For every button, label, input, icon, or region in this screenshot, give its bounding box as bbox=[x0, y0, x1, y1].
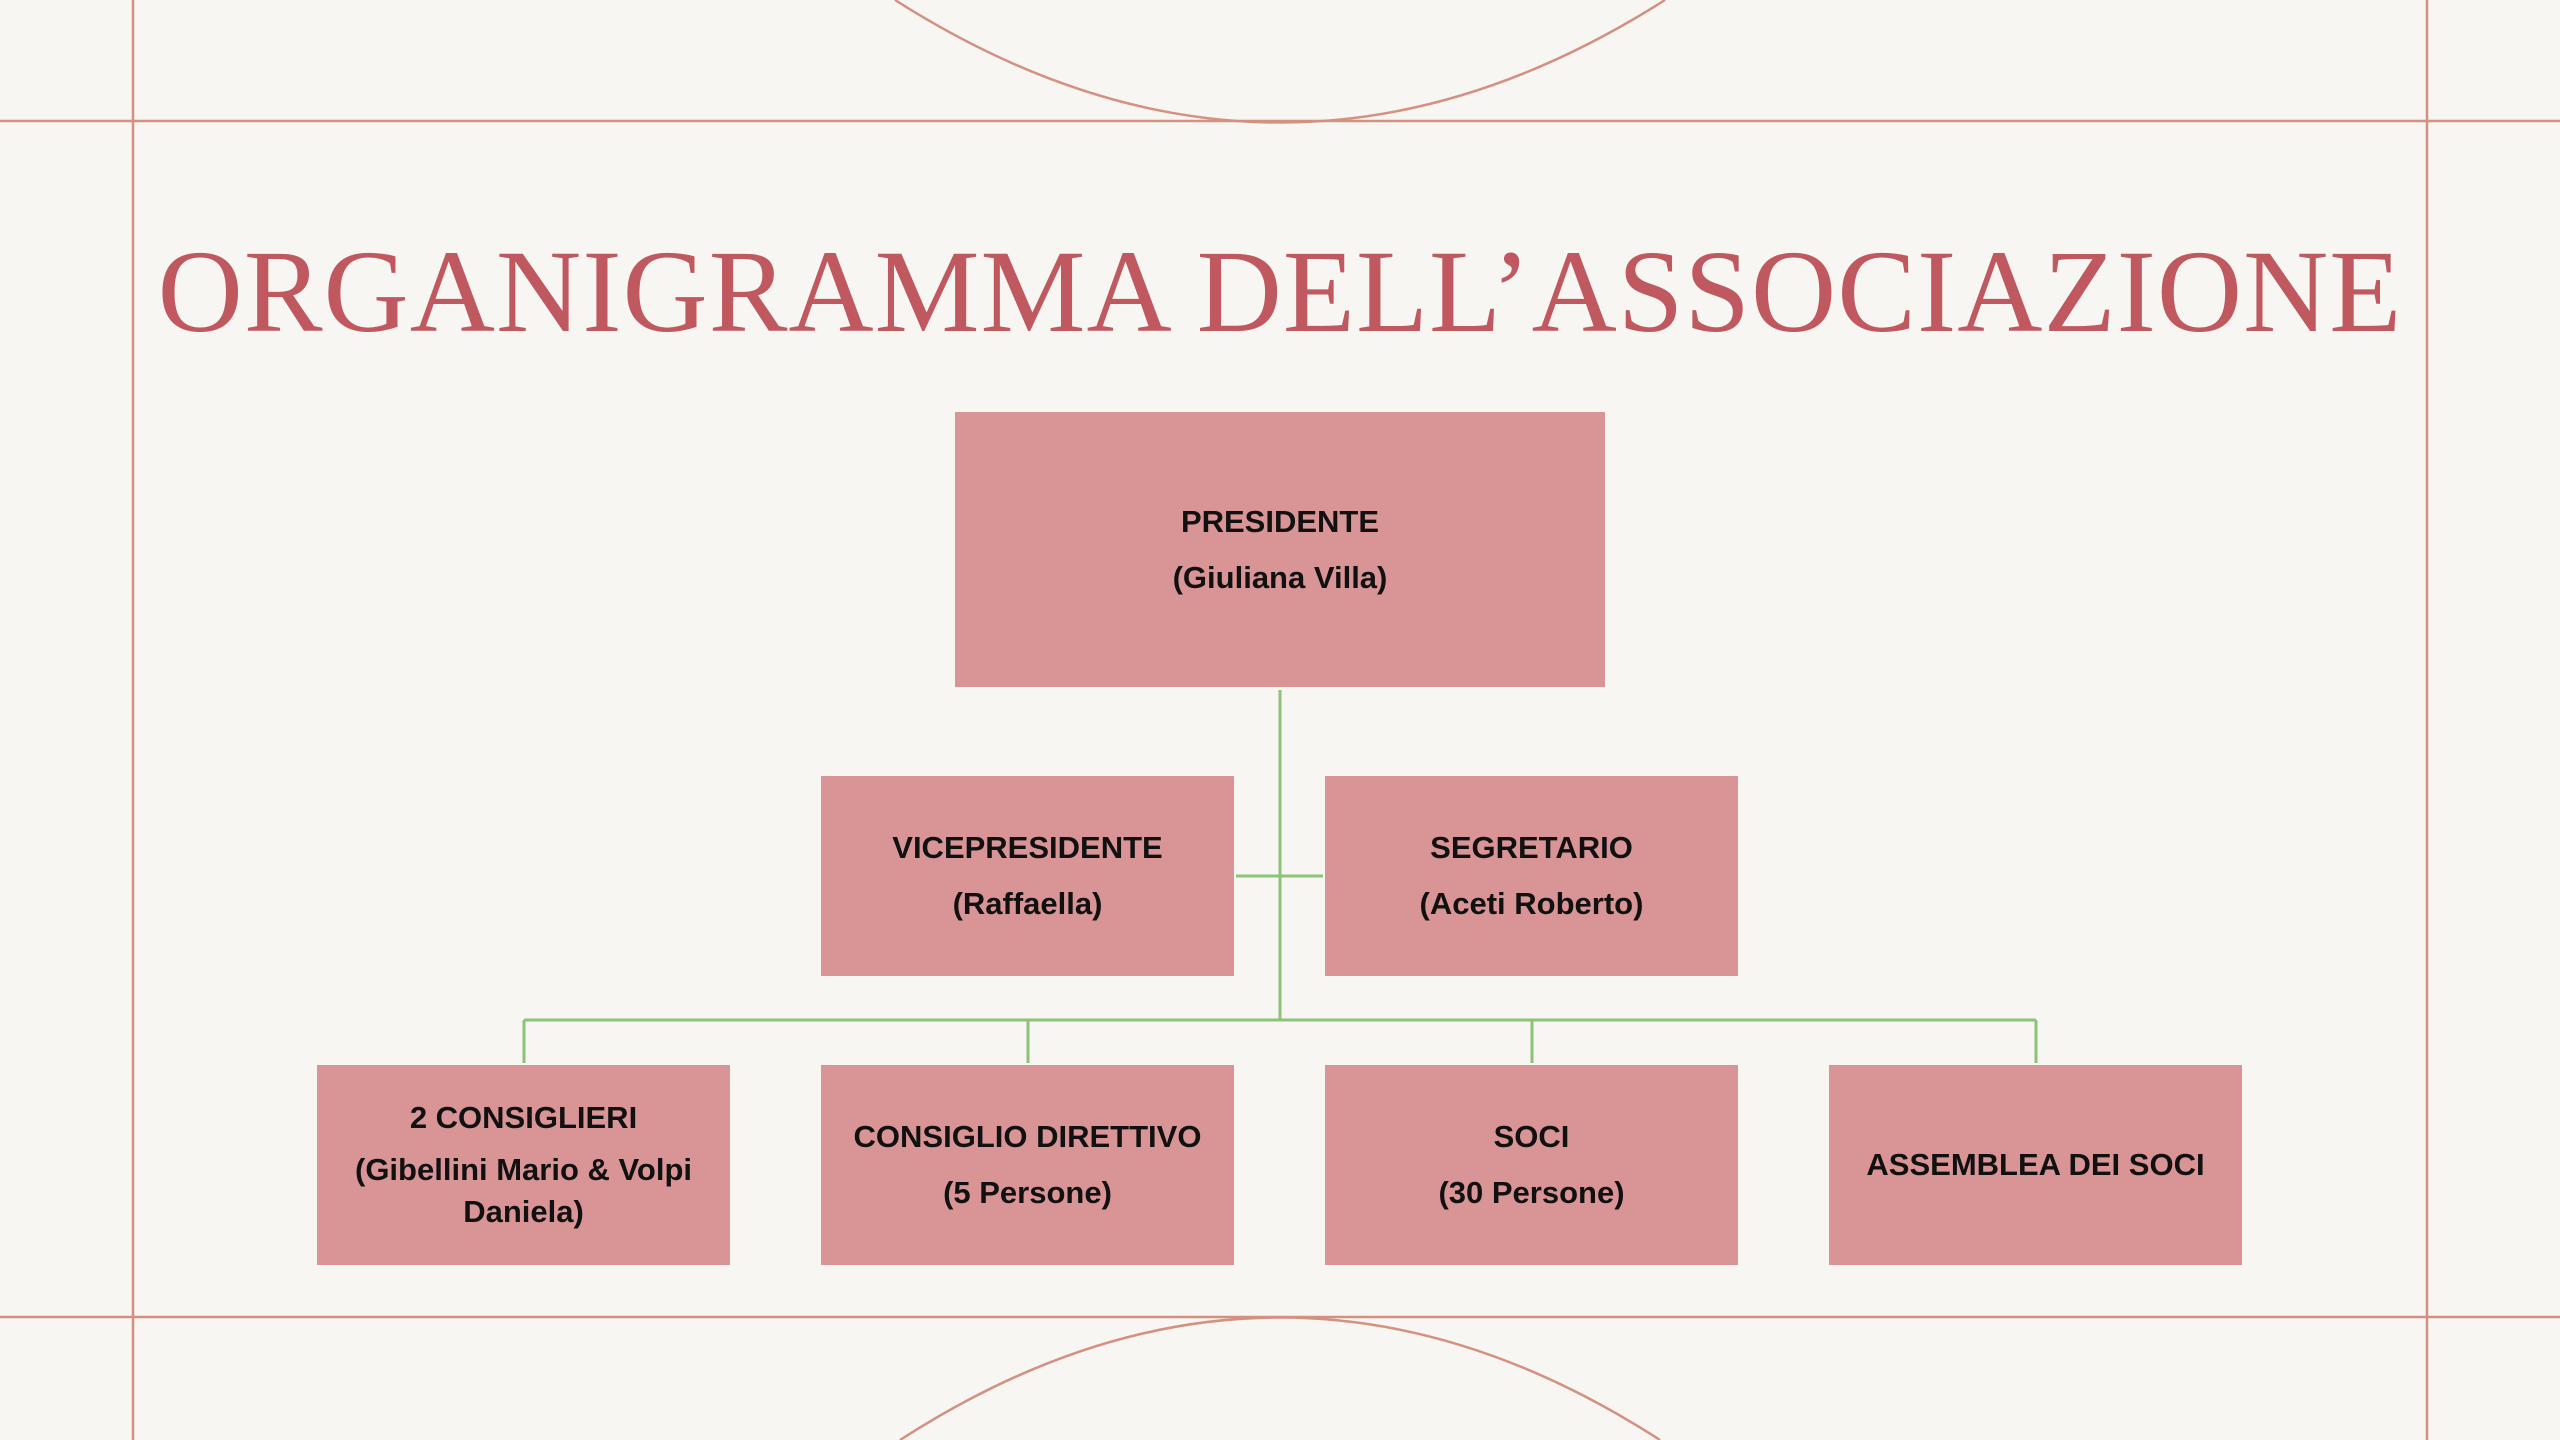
node-vicepresident: VICEPRESIDENTE (Raffaella) bbox=[821, 776, 1234, 976]
node-vicepresident-role: VICEPRESIDENTE bbox=[892, 830, 1163, 865]
node-vicepresident-person: (Raffaella) bbox=[952, 886, 1103, 921]
node-president: PRESIDENTE (Giuliana Villa) bbox=[955, 412, 1605, 687]
frame-arc-top bbox=[894, 0, 1666, 124]
node-president-role: PRESIDENTE bbox=[1180, 503, 1380, 539]
node-members-person: (30 Persone) bbox=[1438, 1175, 1625, 1210]
node-members: SOCI (30 Persone) bbox=[1325, 1065, 1738, 1265]
node-members-role: SOCI bbox=[1493, 1119, 1570, 1154]
node-secretary-role: SEGRETARIO bbox=[1430, 830, 1633, 865]
node-board-person: (5 Persone) bbox=[943, 1175, 1112, 1210]
node-assembly-role: ASSEMBLEA DEI SOCI bbox=[1866, 1147, 2205, 1182]
node-board: CONSIGLIO DIRETTIVO (5 Persone) bbox=[821, 1065, 1234, 1265]
node-secretary: SEGRETARIO (Aceti Roberto) bbox=[1325, 776, 1738, 976]
page-title: ORGANIGRAMMA DELL’ASSOCIAZIONE bbox=[157, 226, 2403, 357]
node-board-role: CONSIGLIO DIRETTIVO bbox=[853, 1119, 1202, 1154]
node-councillors-role: 2 CONSIGLIERI bbox=[409, 1100, 638, 1135]
frame-arc-bottom bbox=[899, 1316, 1661, 1440]
node-secretary-person: (Aceti Roberto) bbox=[1419, 886, 1644, 921]
node-councillors-person: (Gibellini Mario & Volpi Daniela) bbox=[355, 1152, 692, 1229]
node-assembly: ASSEMBLEA DEI SOCI bbox=[1829, 1065, 2242, 1265]
node-president-person: (Giuliana Villa) bbox=[1172, 559, 1388, 595]
node-councillors: 2 CONSIGLIERI (Gibellini Mario & Volpi D… bbox=[317, 1065, 730, 1265]
